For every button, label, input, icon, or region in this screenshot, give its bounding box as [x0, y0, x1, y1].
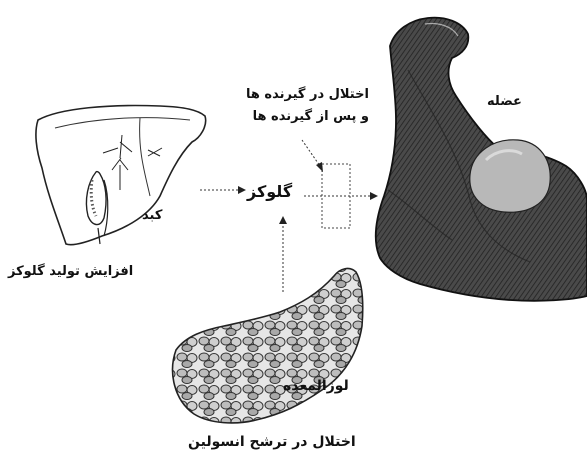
liver-illustration [36, 106, 206, 245]
receptor-note-line2: و پس از گیرنده ها [246, 106, 369, 128]
arrow-pancreas-to-glucose [279, 216, 287, 292]
liver-label: کبد [142, 208, 162, 223]
receptor-note: اختلال در گیرنده ها و پس از گیرنده ها [246, 84, 369, 128]
pancreas-illustration [173, 269, 363, 423]
arrow-glucose-to-muscle [304, 192, 378, 200]
pancreas-note: اختلال در ترشح انسولین [188, 434, 356, 450]
glucose-label: گلوکز [247, 182, 292, 201]
muscle-label: عضله [487, 94, 522, 109]
arrow-liver-to-glucose [200, 186, 246, 194]
muscle-illustration [376, 18, 587, 301]
receptor-note-line1: اختلال در گیرنده ها [246, 84, 369, 106]
liver-note: افزایش تولید گلوکز [8, 264, 133, 279]
pancreas-label: لوزالمعده [283, 378, 349, 394]
arrow-receptor-note [302, 140, 323, 172]
